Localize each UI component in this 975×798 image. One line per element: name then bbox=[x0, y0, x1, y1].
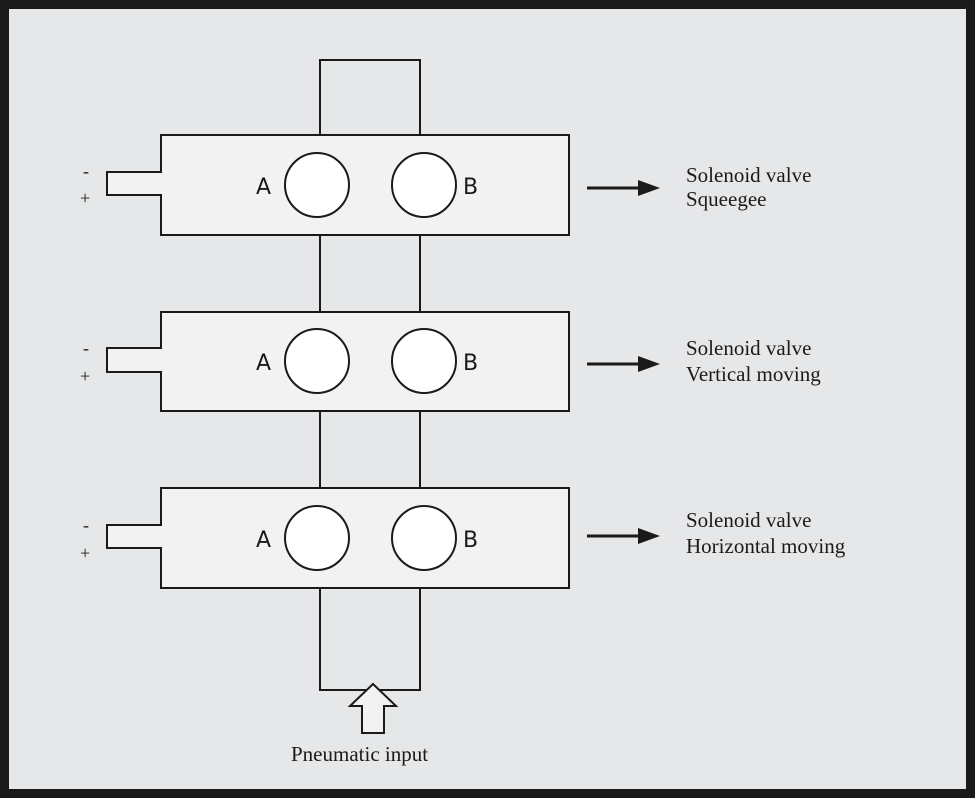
electrical-connector bbox=[106, 524, 161, 549]
polarity-plus: + bbox=[80, 188, 90, 208]
port-a-label: A bbox=[256, 351, 271, 376]
valve-title: Solenoid valve bbox=[686, 163, 811, 187]
valve-squeegee: - + A B Solenoid valve Squeegee bbox=[80, 134, 811, 236]
port-a-circle bbox=[284, 328, 350, 394]
port-b-label: B bbox=[463, 351, 478, 376]
valve-function: Squeegee bbox=[686, 187, 766, 211]
port-b-circle bbox=[391, 328, 457, 394]
polarity-minus: - bbox=[83, 515, 89, 535]
port-a-label: A bbox=[256, 528, 271, 553]
arrow-up-outline-icon bbox=[347, 682, 399, 734]
port-b-circle bbox=[391, 152, 457, 218]
port-a-circle bbox=[284, 505, 350, 571]
valve-vertical-moving: - + A B Solenoid valve Vertical moving bbox=[80, 311, 821, 412]
port-b-label: B bbox=[463, 528, 478, 553]
arrow-right-icon bbox=[587, 356, 660, 372]
valve-title: Solenoid valve bbox=[686, 508, 811, 532]
polarity-plus: + bbox=[80, 543, 90, 563]
valve-title: Solenoid valve bbox=[686, 336, 811, 360]
polarity-plus: + bbox=[80, 366, 90, 386]
arrow-right-icon bbox=[587, 180, 660, 196]
arrow-right-icon bbox=[587, 528, 660, 544]
electrical-connector bbox=[106, 347, 161, 373]
valve-body bbox=[160, 311, 570, 412]
port-a-circle bbox=[284, 152, 350, 218]
port-b-label: B bbox=[463, 175, 478, 200]
polarity-minus: - bbox=[83, 338, 89, 358]
pneumatic-input-label: Pneumatic input bbox=[291, 742, 428, 766]
port-b-circle bbox=[391, 505, 457, 571]
polarity-minus: - bbox=[83, 161, 89, 181]
valve-function: Vertical moving bbox=[686, 362, 821, 386]
valve-body bbox=[160, 487, 570, 589]
valve-body bbox=[160, 134, 570, 236]
electrical-connector bbox=[106, 171, 161, 196]
port-a-label: A bbox=[256, 175, 271, 200]
valve-horizontal-moving: - + A B Solenoid valve Horizontal moving bbox=[80, 487, 846, 589]
valve-function: Horizontal moving bbox=[686, 534, 846, 558]
